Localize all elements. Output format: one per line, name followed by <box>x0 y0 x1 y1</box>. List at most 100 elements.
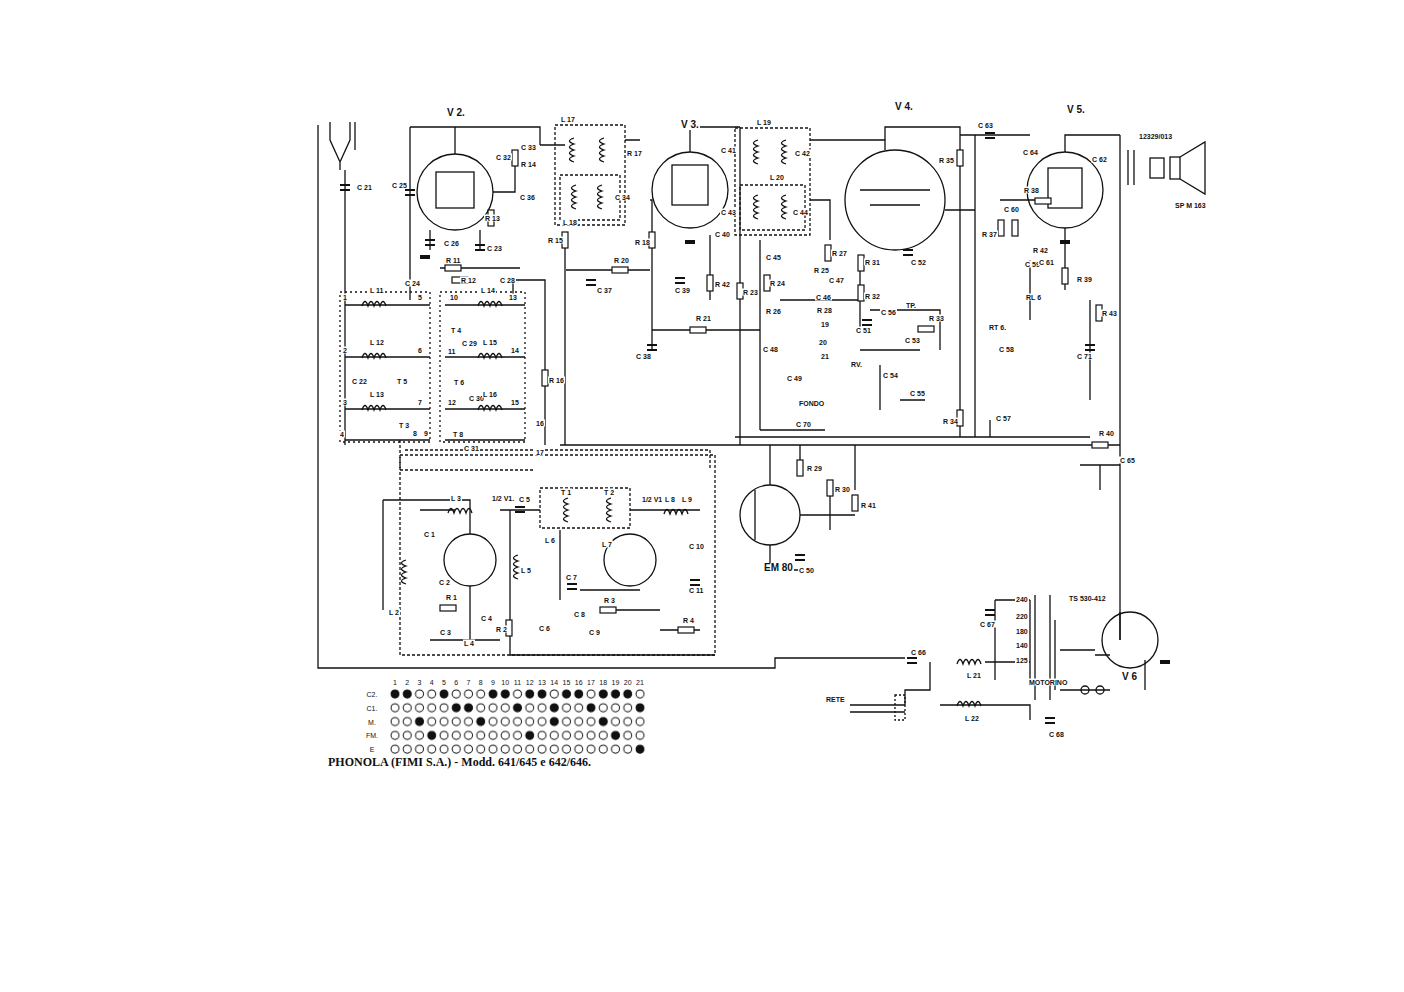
component-label: 15 <box>510 399 520 406</box>
component-label: C 62 <box>1091 156 1108 163</box>
component-label: R 24 <box>769 280 786 287</box>
component-label: FONDO <box>798 400 825 407</box>
table-cell: 10 <box>500 679 510 686</box>
component-label: L 17 <box>560 116 576 123</box>
component-label: C 56 <box>880 309 897 316</box>
component-label: C 32 <box>495 154 512 161</box>
table-cell: 5 <box>441 679 447 686</box>
component-label: C 41 <box>720 147 737 154</box>
component-label: 220 <box>1015 613 1029 620</box>
component-label: MOTORINO <box>1028 679 1068 686</box>
component-label: C 42 <box>794 150 811 157</box>
component-label: R 27 <box>831 250 848 257</box>
component-label: C 58 <box>998 346 1015 353</box>
table-cell: 8 <box>478 679 484 686</box>
table-cell: 6 <box>453 679 459 686</box>
component-label: 11 <box>447 348 456 355</box>
component-label: C 38 <box>635 353 652 360</box>
component-label: C 67 <box>979 621 996 628</box>
component-label: C 28 <box>499 277 516 284</box>
table-cell: 7 <box>466 679 472 686</box>
component-label: R 29 <box>806 465 823 472</box>
component-label: C 51 <box>855 327 872 334</box>
component-label: V 6 <box>1121 672 1138 682</box>
component-label: T 2 <box>603 489 615 496</box>
component-label: C 22 <box>351 378 368 385</box>
component-label: T 3 <box>398 422 410 429</box>
component-label: EM 80 <box>763 563 794 573</box>
component-label: R 1 <box>445 594 458 601</box>
component-label: R 35 <box>938 157 955 164</box>
component-label: 1/2 V1 <box>641 496 663 503</box>
component-label: L 20 <box>769 174 785 181</box>
component-label: L 7 <box>601 541 613 548</box>
caption: PHONOLA (FIMI S.A.) - Modd. 641/645 e 64… <box>328 755 591 770</box>
table-cell: M. <box>367 718 377 725</box>
component-label: T 6 <box>453 379 465 386</box>
component-label: R 21 <box>695 315 712 322</box>
component-label: SP M 163 <box>1174 202 1207 209</box>
table-cell: FM. <box>365 732 379 739</box>
component-label: C 68 <box>1048 731 1065 738</box>
component-label: V 2. <box>446 108 466 118</box>
component-label: L 11 <box>369 287 385 294</box>
component-label: 240 <box>1015 596 1029 603</box>
component-label: R 4 <box>682 617 695 624</box>
component-label: RV. <box>850 361 863 368</box>
component-label: R 13 <box>484 215 501 222</box>
component-label: 5 <box>417 294 423 301</box>
component-label: 1/2 V1. <box>491 495 515 502</box>
component-label: 7 <box>417 399 423 406</box>
component-label: C 4 <box>480 615 493 622</box>
table-cell: 14 <box>549 679 559 686</box>
component-label: C 2 <box>438 579 451 586</box>
component-label: L 3 <box>450 495 462 502</box>
component-label: C 65 <box>1119 457 1136 464</box>
component-label: R 34 <box>942 418 959 425</box>
component-label: C 45 <box>765 254 782 261</box>
component-label: L 13 <box>369 391 385 398</box>
component-label: C 43 <box>720 209 737 216</box>
table-cell: C2. <box>366 691 379 698</box>
table-cell: 17 <box>586 679 596 686</box>
component-label: 20 <box>818 339 828 346</box>
component-label: C 64 <box>1022 149 1039 156</box>
component-label: L 6 <box>544 537 556 544</box>
component-label: R 37 <box>981 231 998 238</box>
component-label: C 21 <box>356 184 373 191</box>
component-label: RL 6 <box>1025 294 1042 301</box>
component-label: R 16 <box>548 377 565 384</box>
component-label: T 4 <box>450 327 462 334</box>
component-label: C 50 <box>798 567 815 574</box>
component-label: TS 530-412 <box>1068 595 1107 602</box>
component-label: 1 <box>342 294 348 301</box>
component-label: C 11 <box>688 587 704 594</box>
component-label: 14 <box>510 347 520 354</box>
component-label: L 2 <box>388 609 400 616</box>
table-cell: 20 <box>623 679 633 686</box>
component-label: C 66 <box>910 649 927 656</box>
component-label: R 3 <box>603 597 616 604</box>
component-label: C 63 <box>977 122 994 129</box>
component-label: C 37 <box>596 287 613 294</box>
component-label: R 32 <box>864 293 881 300</box>
component-label: C 9 <box>588 629 601 636</box>
component-label: C 5 <box>518 496 531 503</box>
component-label: C 60 <box>1003 206 1020 213</box>
component-label: L 9 <box>681 496 693 503</box>
component-label: RT 6. <box>988 324 1007 331</box>
table-cell: E <box>369 746 376 753</box>
component-label: L 15 <box>482 339 498 346</box>
component-label: 12329/013 <box>1138 133 1173 140</box>
component-label: R 26 <box>765 308 782 315</box>
component-label: 3 <box>342 399 348 406</box>
table-cell: 2 <box>404 679 410 686</box>
component-label: C 70 <box>795 421 812 428</box>
component-label: R 25 <box>813 267 830 274</box>
component-label: R 42 <box>1032 247 1049 254</box>
component-label: C 24 <box>404 280 421 287</box>
component-label: R 33 <box>928 315 945 322</box>
component-label: R 43 <box>1101 310 1118 317</box>
